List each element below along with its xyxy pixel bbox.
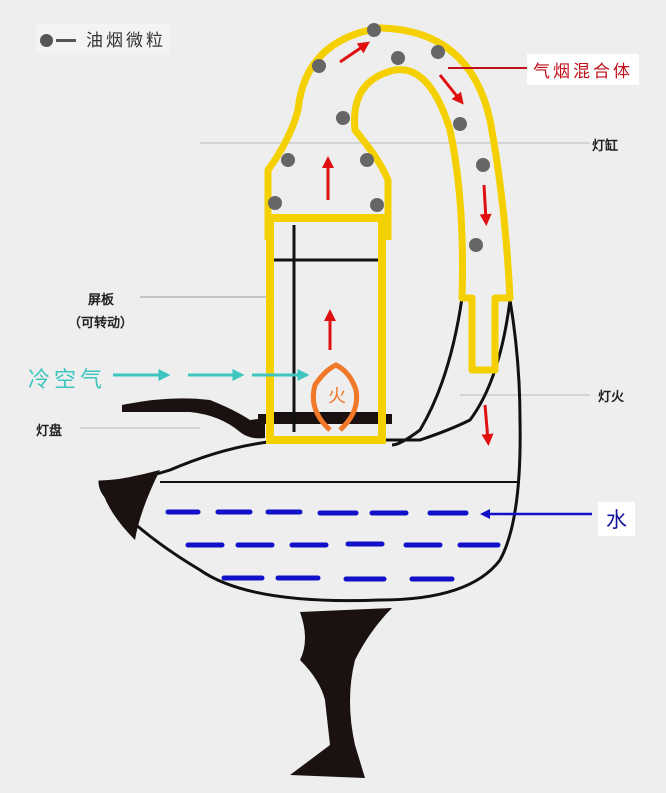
particle-dot-icon xyxy=(40,34,53,47)
spout xyxy=(100,470,160,540)
label-water: 水 xyxy=(598,502,635,536)
water-dashes xyxy=(165,509,501,582)
legend-dash xyxy=(56,39,76,42)
lamp-bowl xyxy=(98,299,522,603)
label-cold-air: 冷空气 xyxy=(28,368,107,393)
leader-lines xyxy=(80,142,590,429)
label-lamp-plate: 灯盘 xyxy=(36,424,63,439)
lamp-plate xyxy=(122,398,265,439)
smoke-channel xyxy=(264,24,514,374)
combustion-chamber xyxy=(266,214,386,444)
legend-label: 油烟微粒 xyxy=(86,31,166,51)
label-lamp-body: 灯火 xyxy=(598,390,625,405)
label-fire: 火 xyxy=(328,386,346,407)
hot-air-arrows xyxy=(322,41,494,446)
label-shade-note: （可转动） xyxy=(68,316,134,331)
flame-icon xyxy=(310,362,360,432)
lamp-stand xyxy=(290,608,392,778)
label-smoke-mix: 气烟混合体 xyxy=(527,54,639,85)
legend: 油烟微粒 xyxy=(36,24,170,53)
label-shade: 屏板 xyxy=(88,293,115,308)
smoke-particles xyxy=(268,23,490,252)
label-lamp-tube: 灯缸 xyxy=(592,139,619,154)
